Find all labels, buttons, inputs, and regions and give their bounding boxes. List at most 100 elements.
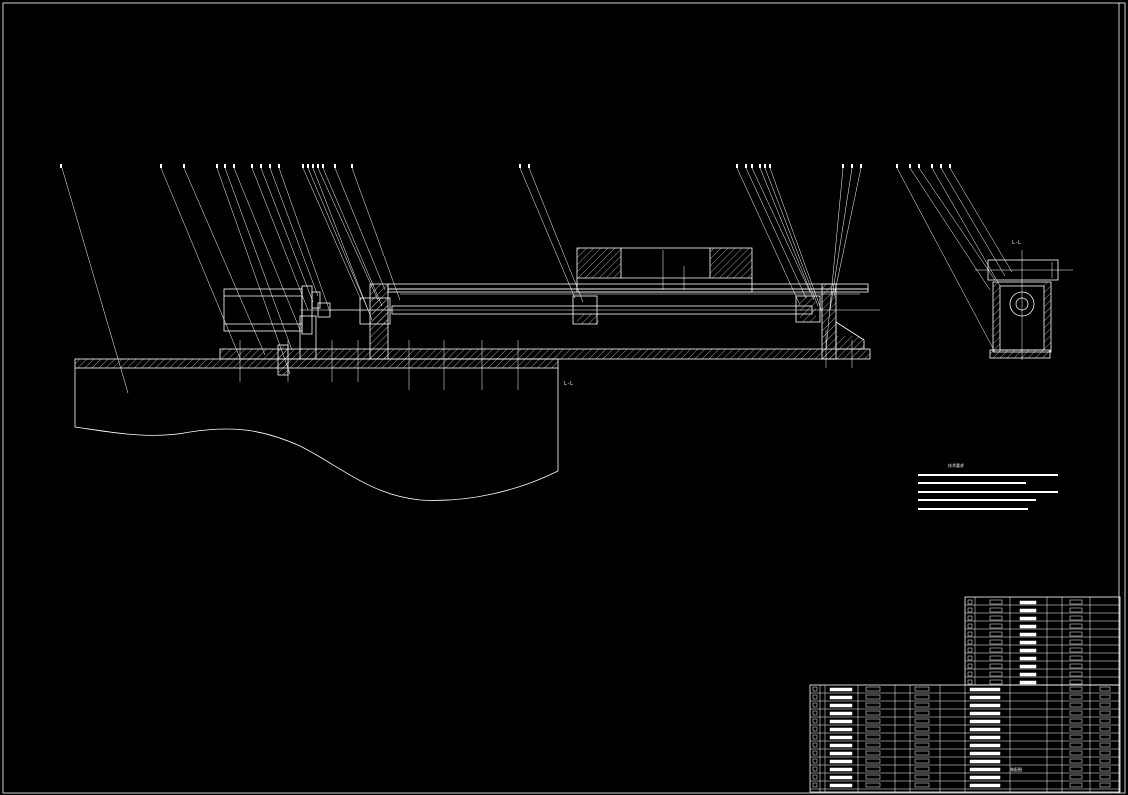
table-cell-mark <box>989 663 1003 669</box>
table-cell-mark <box>865 702 881 708</box>
table-cell-mark <box>1069 607 1083 613</box>
table-cell-mark <box>829 735 853 740</box>
table-cell-mark <box>1069 694 1083 700</box>
table-cell-mark <box>865 750 881 756</box>
table-cell-mark <box>1099 750 1111 756</box>
table-cell-mark <box>812 758 818 764</box>
table-cell-mark <box>829 719 853 724</box>
side-view-label: L-L <box>1012 240 1021 246</box>
table-cell-mark <box>969 735 1001 740</box>
table-cell-mark <box>989 639 1003 645</box>
table-cell-mark <box>914 734 930 740</box>
table-cell-mark <box>1069 686 1083 692</box>
table-cell-mark <box>914 686 930 692</box>
table-cell-mark <box>1019 656 1037 661</box>
table-cell-mark <box>812 750 818 756</box>
title-block-caption: 装配图 <box>1010 766 1022 772</box>
table-cell-mark <box>989 631 1003 637</box>
table-cell-mark <box>1099 734 1111 740</box>
table-cell-mark <box>967 607 973 613</box>
table-cell-mark <box>969 687 1001 692</box>
table-cell-mark <box>1099 718 1111 724</box>
technical-notes: 技术要求 <box>918 462 1058 510</box>
table-cell-mark <box>829 687 853 692</box>
table-cell-mark <box>829 743 853 748</box>
leader-lines <box>60 164 1013 394</box>
table-cell-mark <box>967 599 973 605</box>
table-cell-mark <box>1069 702 1083 708</box>
table-cell-mark <box>1069 718 1083 724</box>
table-cell-mark <box>969 727 1001 732</box>
table-cell-mark <box>1019 608 1037 613</box>
table-cell-mark <box>865 782 881 788</box>
table-cell-mark <box>914 742 930 748</box>
machine-bed <box>74 358 559 501</box>
table-cell-mark <box>967 655 973 661</box>
table-cell-mark <box>914 766 930 772</box>
center-lines <box>239 309 880 390</box>
table-cell-mark <box>1019 648 1037 653</box>
table-cell-mark <box>989 655 1003 661</box>
table-cell-mark <box>865 742 881 748</box>
table-cell-mark <box>812 718 818 724</box>
table-cell-mark <box>1069 679 1083 685</box>
table-cell-mark <box>865 766 881 772</box>
table-cell-mark <box>1099 766 1111 772</box>
table-cell-mark <box>914 694 930 700</box>
table-cell-mark <box>829 775 853 780</box>
table-cell-mark <box>812 766 818 772</box>
table-cell-mark <box>1069 726 1083 732</box>
table-cell-mark <box>969 703 1001 708</box>
table-cell-mark <box>829 727 853 732</box>
table-cell-mark <box>829 759 853 764</box>
table-cell-mark <box>812 726 818 732</box>
table-cell-mark <box>812 702 818 708</box>
table-cell-mark <box>989 679 1003 685</box>
table-cell-mark <box>914 710 930 716</box>
table-cell-mark <box>1099 726 1111 732</box>
table-cell-mark <box>967 663 973 669</box>
table-cell-mark <box>967 615 973 621</box>
table-cell-mark <box>969 767 1001 772</box>
table-cell-mark <box>1069 647 1083 653</box>
table-cell-mark <box>1069 671 1083 677</box>
table-cell-mark <box>989 623 1003 629</box>
table-cell-mark <box>969 695 1001 700</box>
table-cell-mark <box>989 599 1003 605</box>
table-cell-mark <box>969 783 1001 788</box>
table-cell-mark <box>1069 663 1083 669</box>
table-cell-mark <box>1069 615 1083 621</box>
table-cell-mark <box>969 743 1001 748</box>
table-cell-mark <box>969 719 1001 724</box>
table-cell-mark <box>1069 742 1083 748</box>
table-cell-mark <box>1069 758 1083 764</box>
drive-motor <box>223 285 331 376</box>
table-cell-mark <box>967 647 973 653</box>
table-cell-mark <box>914 750 930 756</box>
table-cell-mark <box>829 783 853 788</box>
table-cell-mark <box>812 742 818 748</box>
table-cell-mark <box>1069 631 1083 637</box>
section-marker: L-L <box>564 381 573 387</box>
table-cell-mark <box>914 718 930 724</box>
table-cell-mark <box>865 710 881 716</box>
table-cell-mark <box>865 734 881 740</box>
table-cell-mark <box>1099 702 1111 708</box>
table-cell-mark <box>865 774 881 780</box>
table-cell-mark <box>1069 750 1083 756</box>
table-cell-mark <box>914 782 930 788</box>
table-cell-mark <box>1069 599 1083 605</box>
table-cell-mark <box>1069 655 1083 661</box>
table-cell-mark <box>812 686 818 692</box>
table-cell-mark <box>1099 710 1111 716</box>
table-cell-mark <box>989 671 1003 677</box>
table-cell-mark <box>1099 694 1111 700</box>
table-cell-mark <box>969 759 1001 764</box>
bom-table: 装配图 <box>809 596 1121 793</box>
table-cell-mark <box>865 726 881 732</box>
table-cell-mark <box>812 774 818 780</box>
notes-title: 技术要求 <box>948 462 964 468</box>
table-cell-mark <box>865 718 881 724</box>
